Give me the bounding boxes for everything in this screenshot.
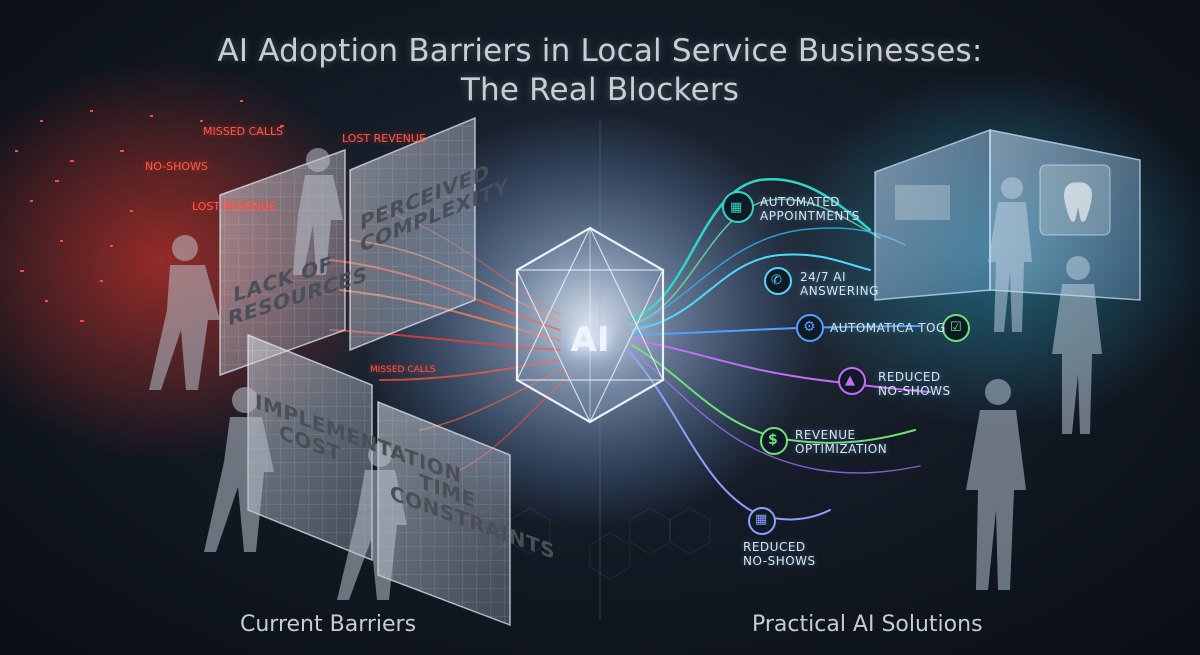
title-line-2: The Real Blockers [460, 72, 740, 108]
red-particles [15, 100, 284, 322]
solution-label-line2: APPOINTMENTS [760, 209, 860, 223]
solution-automated-appointments: AUTOMATED APPOINTMENTS [760, 195, 860, 223]
solution-label-line1: REVENUE [795, 428, 856, 442]
solution-label-line1: 24/7 AI [800, 270, 847, 284]
solution-revenue-optimization: REVENUE OPTIMIZATION [795, 428, 887, 456]
gear-icon: ⚙ [803, 319, 816, 335]
ai-core-shape [515, 226, 665, 424]
chart-icon: ▲ [845, 373, 855, 388]
barrier-tag-missed-calls-2: MISSED CALLS [370, 365, 436, 375]
barrier-tag-no-shows: NO-SHOWS [145, 160, 208, 173]
solution-label-line1: REDUCED [878, 370, 941, 384]
solution-ai-answering: 24/7 AI ANSWERING [800, 270, 879, 298]
solution-label-line2: NO-SHOWS [743, 554, 816, 568]
calendar-icon: ▦ [755, 512, 768, 527]
solution-label-line2: ANSWERING [800, 284, 879, 298]
phone-icon: ✆ [771, 273, 782, 288]
solution-reduced-no-shows-2: REDUCED NO-SHOWS [743, 540, 816, 568]
solution-label-line2: OPTIMIZATION [795, 442, 888, 456]
section-label-practical-ai-solutions: Practical AI Solutions [752, 612, 983, 637]
solution-staff [966, 177, 1102, 590]
solution-icon-rings [722, 191, 970, 535]
solution-label-line1: AUTOMATICA TOG [830, 321, 946, 335]
dollar-icon: $ [768, 432, 778, 448]
ai-core-label: AI [570, 320, 610, 360]
solution-label-line1: REDUCED [743, 540, 806, 554]
section-label-current-barriers: Current Barriers [240, 612, 417, 637]
solution-label-line1: AUTOMATED [760, 195, 841, 209]
solution-reduced-no-shows: REDUCED NO-SHOWS [878, 370, 951, 398]
solution-automatica-tog: AUTOMATICA TOG [830, 321, 946, 335]
barrier-workers [149, 148, 407, 600]
barrier-tag-lost-revenue: LOST REVENUE [342, 132, 426, 145]
barrier-panels [219, 116, 511, 627]
title-line-1: AI Adoption Barriers in Local Service Bu… [217, 33, 983, 69]
checklist-icon: ☑ [950, 320, 962, 335]
barrier-tag-lost-revenue-2: LOST REVENUE [192, 200, 276, 213]
calendar-icon: ▦ [730, 200, 743, 215]
barrier-tag-missed-calls: MISSED CALLS [203, 125, 284, 138]
solution-label-line2: NO-SHOWS [878, 384, 951, 398]
